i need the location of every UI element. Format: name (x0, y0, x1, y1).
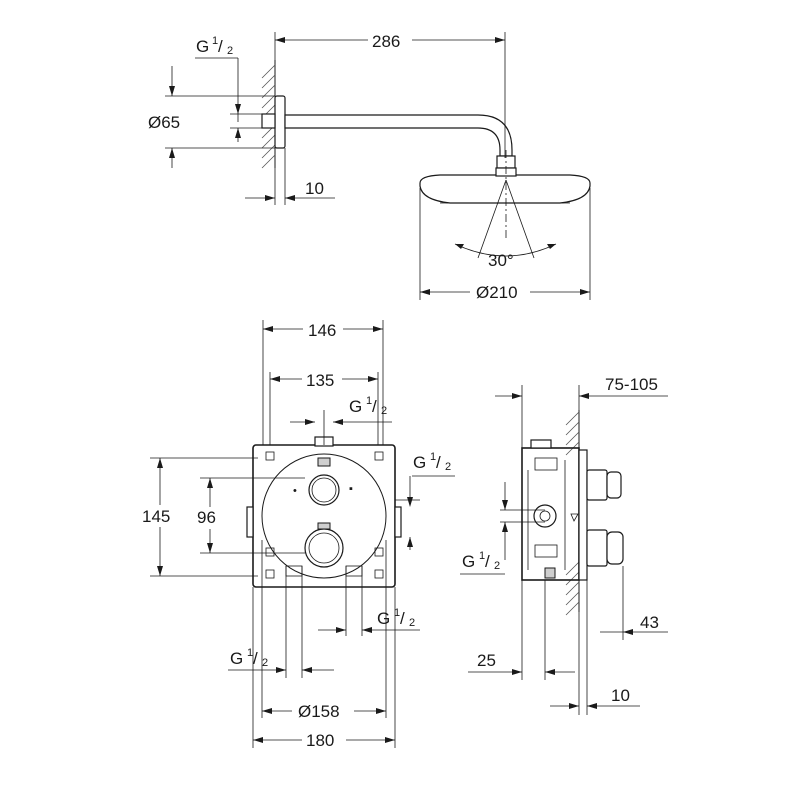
svg-text:▪: ▪ (349, 483, 353, 495)
svg-text:/: / (400, 609, 405, 628)
svg-text:1: 1 (247, 647, 253, 659)
box-height-label: 145 (142, 507, 170, 526)
thermostat-knob (304, 528, 344, 568)
thermostat-front-view: • ▪ 146 135 G 1 / 2 (140, 318, 455, 750)
knob-projection-label: 43 (640, 613, 659, 632)
svg-text:/: / (218, 37, 223, 56)
svg-text:1: 1 (430, 451, 436, 463)
head-diameter-label: Ø210 (476, 283, 518, 302)
svg-text:2: 2 (445, 461, 451, 473)
thread-label-top: G (349, 397, 362, 416)
arm-length-label: 286 (372, 32, 400, 51)
svg-text:•: • (293, 485, 297, 497)
cover-plate (261, 453, 387, 579)
thread-label-bottom-left: G (230, 649, 243, 668)
svg-text:2: 2 (409, 617, 415, 629)
side-flow-knob (586, 469, 608, 501)
thermostat-side-view: 75-105 G 1 / 2 43 25 10 (460, 375, 668, 715)
plate-width-label: 180 (306, 731, 334, 750)
wall-offset-label: 10 (305, 179, 324, 198)
side-thermo-knob (586, 529, 608, 567)
flange-diameter-label: Ø65 (148, 113, 180, 132)
svg-text:1: 1 (212, 35, 218, 47)
spindle-spacing-label: 96 (197, 508, 216, 527)
shower-head-view: 30° 286 G 1 / 2 Ø65 (148, 30, 591, 302)
side-wall-hatch (565, 411, 580, 616)
plate-offset-label: 10 (611, 686, 630, 705)
wall-flange (274, 95, 286, 149)
svg-text:/: / (485, 552, 490, 571)
svg-text:1: 1 (394, 607, 400, 619)
svg-text:1: 1 (479, 550, 485, 562)
svg-text:2: 2 (262, 657, 268, 669)
thread-label-head: G (196, 37, 209, 56)
svg-text:/: / (253, 649, 258, 668)
thread-label-bottom-right: G (377, 609, 390, 628)
svg-text:2: 2 (381, 405, 387, 417)
thread-label-right: G (413, 453, 426, 472)
box-width-label: 146 (308, 321, 336, 340)
cover-diameter-label: Ø158 (298, 702, 340, 721)
shower-head (419, 174, 591, 204)
shower-arm (284, 114, 513, 157)
svg-text:2: 2 (494, 560, 500, 572)
svg-text:2: 2 (227, 45, 233, 57)
spray-angle-label: 30° (488, 251, 514, 270)
svg-text:1: 1 (366, 395, 372, 407)
mount-width-label: 135 (306, 371, 334, 390)
inner-depth-label: 25 (477, 651, 496, 670)
install-depth-label: 75-105 (605, 375, 658, 394)
svg-text:/: / (436, 453, 441, 472)
thread-label-side: G (462, 552, 475, 571)
svg-text:/: / (372, 397, 377, 416)
flow-control-knob (308, 474, 340, 506)
